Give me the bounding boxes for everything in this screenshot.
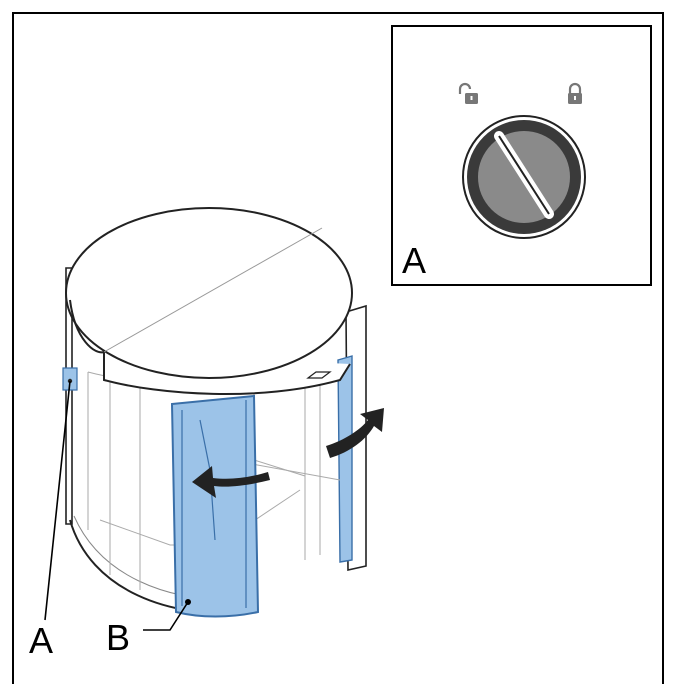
canopy-top (65, 207, 353, 379)
revolving-door (62, 207, 367, 618)
callout-label-b: B (106, 617, 130, 658)
right-door-leaf (337, 355, 353, 563)
figure-frame (12, 12, 664, 684)
padlock-open-icon (458, 82, 478, 104)
inset-panel-a: A (391, 25, 652, 286)
callout-b: B (106, 599, 191, 658)
door-leaf-b (170, 394, 260, 618)
rotation-arrow-left (192, 466, 270, 498)
inset-label-a: A (402, 240, 426, 281)
rotation-arrow-right (326, 408, 384, 458)
key-switch-icon (462, 115, 586, 239)
callout-a: A (29, 380, 71, 661)
callout-label-a: A (29, 620, 53, 661)
padlock-closed-icon (568, 82, 582, 104)
